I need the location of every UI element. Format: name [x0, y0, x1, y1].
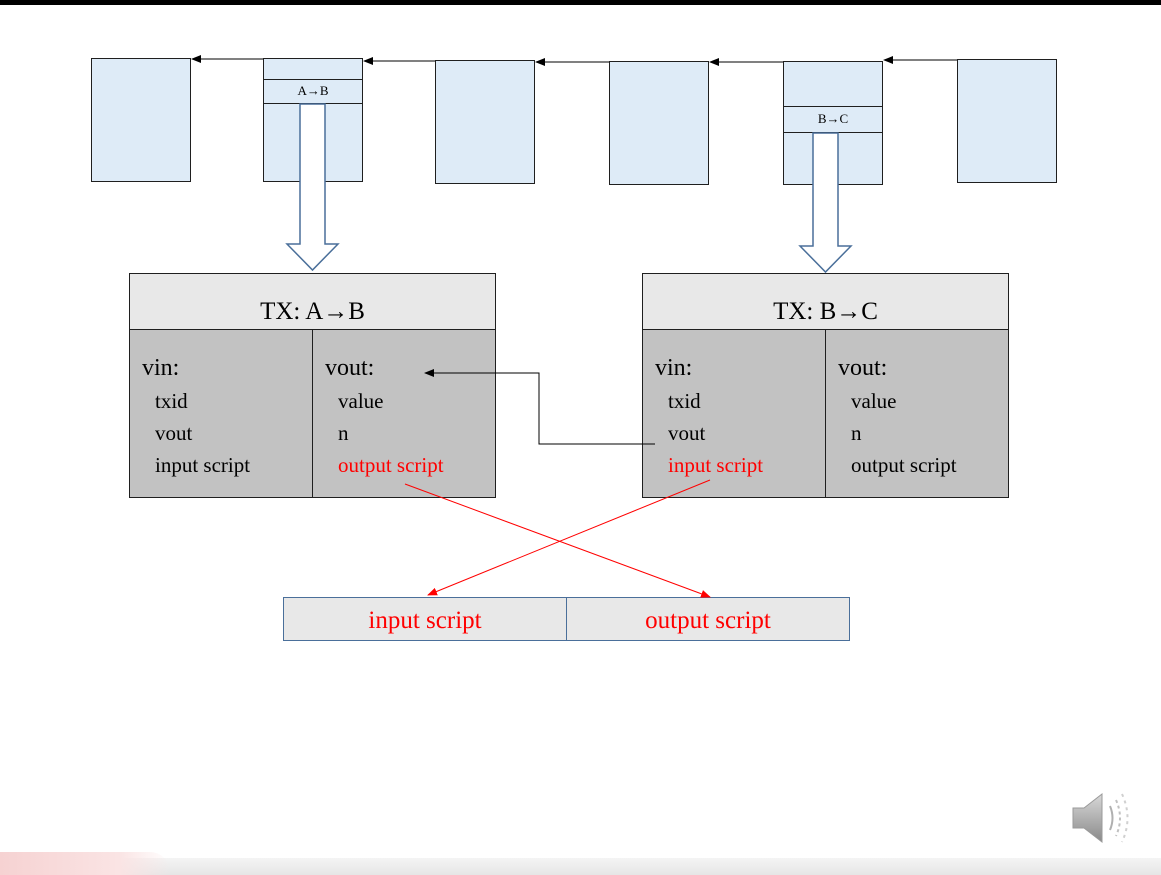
tx-bc-vout-label: vout: — [838, 355, 888, 381]
tx-bc-title: TX: B→C — [643, 274, 1008, 330]
tx-bc-vin: vin: txid vout input script — [643, 330, 826, 497]
tx-bc-vin-txid: txid — [668, 389, 701, 413]
tx-ab-vin-input-script: input script — [155, 453, 251, 477]
tx-ab-vout: vout: value n output script — [313, 330, 495, 497]
tx-bc-vin-input-script: input script — [668, 453, 764, 477]
tx-ab-vin-txid: txid — [155, 389, 188, 413]
tx-bc-box: TX: B→C vin: txid vout input script vout… — [642, 273, 1009, 498]
tx-ab-vout-label: vout: — [325, 355, 375, 381]
tx-bc-vout-output-script: output script — [851, 453, 957, 477]
block-6 — [957, 59, 1057, 183]
expand-arrow-bc — [798, 132, 853, 274]
tx-ab-vin-vout: vout — [155, 421, 193, 445]
tx-ab-vout-n: n — [338, 421, 349, 445]
combined-input-script: input script — [283, 597, 567, 641]
tx-ab-vout-output-script: output script — [338, 453, 444, 477]
tx-ab-vin-label: vin: — [142, 355, 180, 381]
block-3 — [435, 60, 535, 184]
tx-bc-vin-label: vin: — [655, 355, 693, 381]
tx-ab-vout-value: value — [338, 389, 384, 413]
top-border — [0, 0, 1161, 5]
output-script-link — [404, 483, 711, 598]
input-script-link — [427, 479, 711, 596]
expand-arrow-ab — [285, 103, 340, 272]
tx-bc-vin-vout: vout — [668, 421, 706, 445]
tx-bc-vout-n: n — [851, 421, 862, 445]
tx-ab-box: TX: A→B vin: txid vout input script vout… — [129, 273, 496, 498]
tx-ab-vin: vin: txid vout input script — [130, 330, 313, 497]
tx-bc-vout-value: value — [851, 389, 897, 413]
speaker-icon[interactable] — [1068, 788, 1138, 848]
block-1 — [91, 58, 191, 182]
tx-ab-title: TX: A→B — [130, 274, 495, 330]
vout-reference-arrow — [424, 369, 655, 445]
tx-bc-vout: vout: value n output script — [826, 330, 1008, 497]
bottom-strip — [0, 858, 1161, 875]
combined-output-script: output script — [566, 597, 850, 641]
block-4 — [609, 61, 709, 185]
bottom-decoration — [0, 852, 170, 875]
